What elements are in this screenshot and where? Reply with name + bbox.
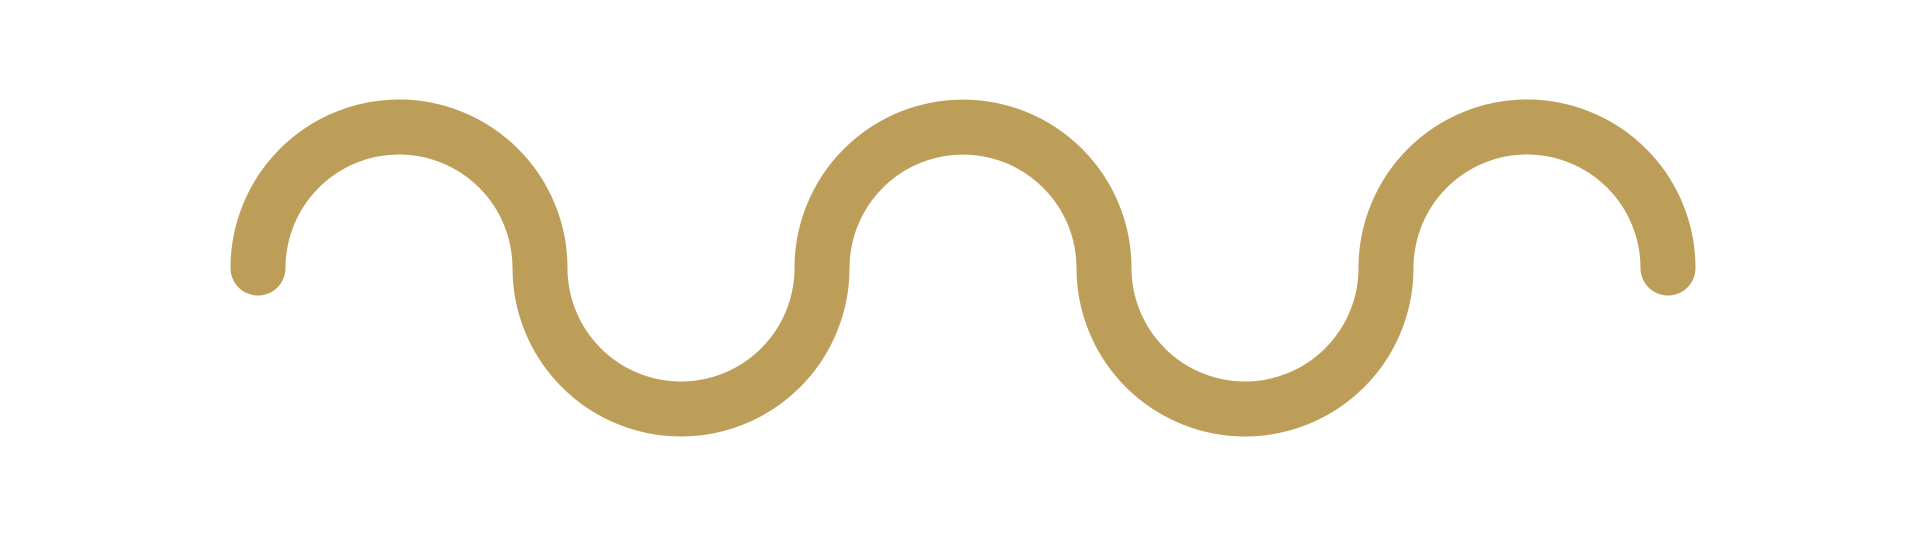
wave-line [230, 99, 1696, 437]
